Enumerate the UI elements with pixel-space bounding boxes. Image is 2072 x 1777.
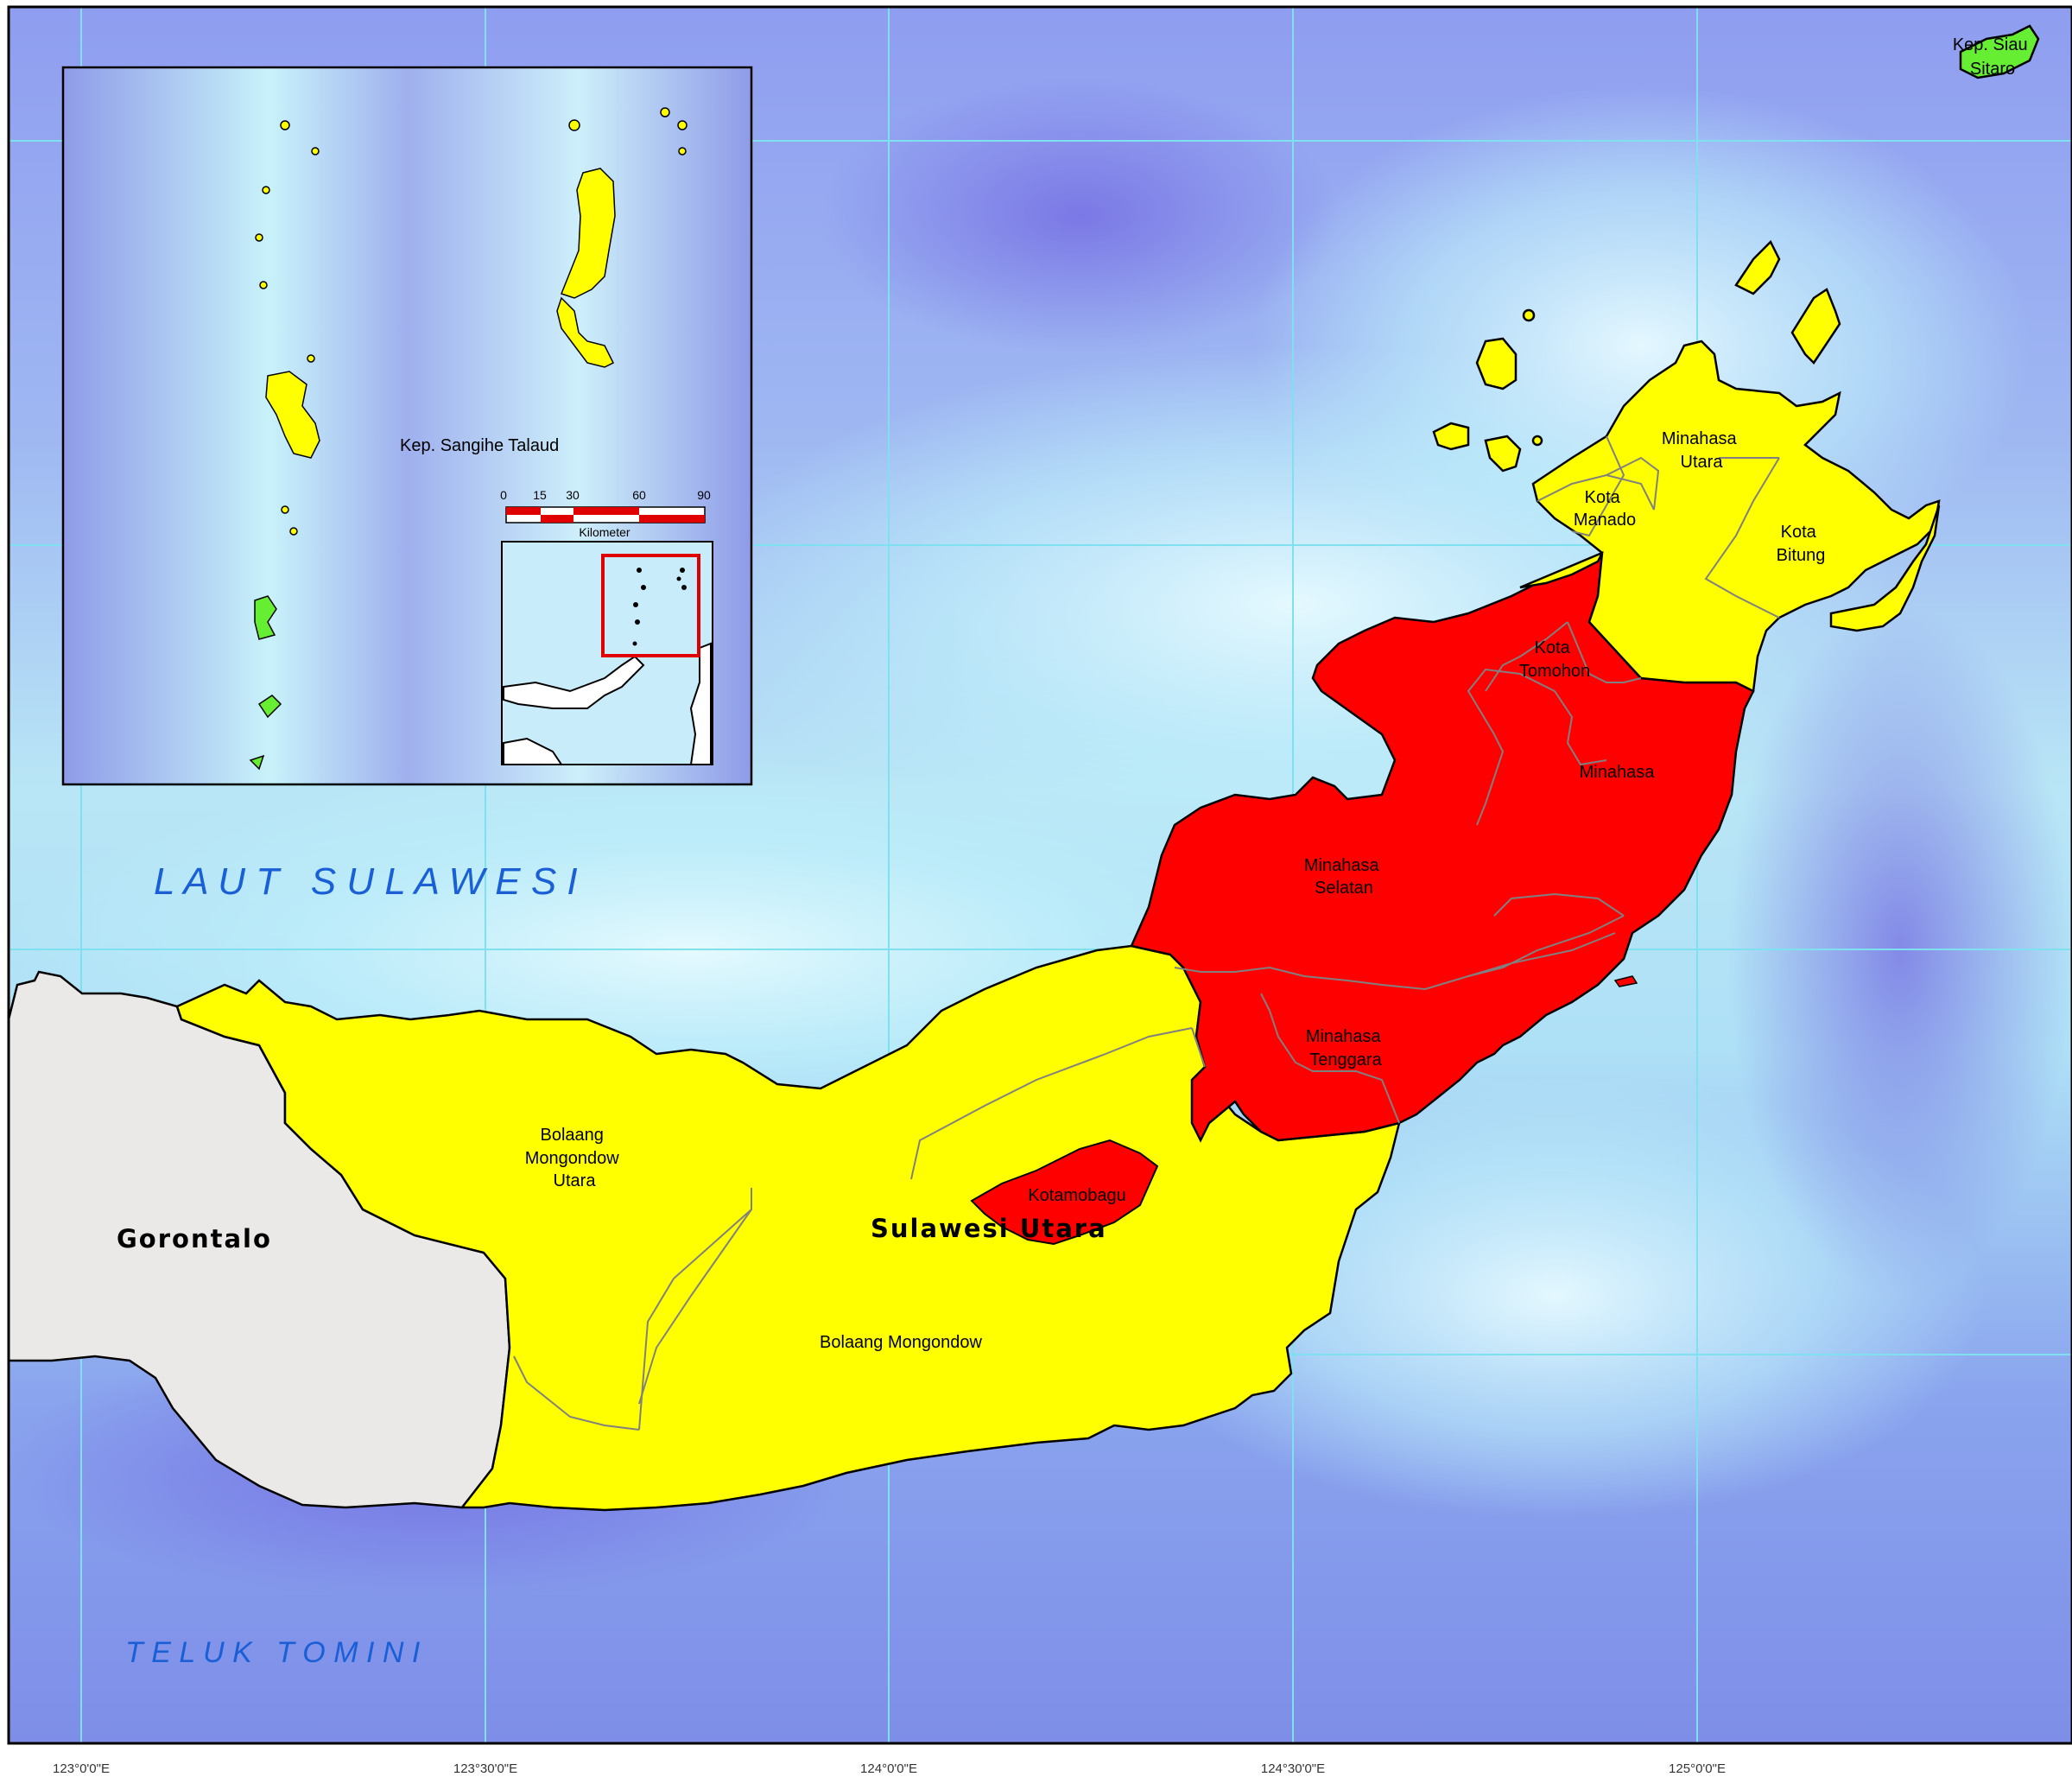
svg-text:125°0'0"E: 125°0'0"E [1669,1761,1726,1776]
inset-map: Kep. Sangihe Talaud 0 15 30 60 90 Kilome… [61,66,753,786]
inset-islands [249,107,687,771]
sea-label-sulawesi: L A U T S U L A W E S I [154,860,578,903]
label-minahasa-utara: Minahasa Utara [1662,429,1741,472]
kotamobagu-enclave[interactable] [970,1139,1159,1246]
tenggara-islet [1613,975,1638,987]
longitude-labels: 123°0'0"E 123°30'0"E 124°0'0"E 124°30'0"… [53,1761,1726,1776]
svg-text:123°0'0"E: 123°0'0"E [53,1761,110,1776]
inset-label: Kep. Sangihe Talaud [400,436,559,455]
north-islands [1432,239,1941,632]
svg-text:124°30'0"E: 124°30'0"E [1261,1761,1325,1776]
label-kota-manado: Kota Manado [1574,488,1636,530]
scale-bar: 0 15 30 60 90 Kilometer [500,488,711,539]
region-boundaries [513,435,1780,1431]
sea-label-tomini: T E L U K T O M I N I [125,1636,421,1669]
label-minahasa-tenggara: Minahasa Tenggara [1306,1027,1385,1069]
svg-text:15: 15 [533,488,547,502]
svg-text:124°0'0"E: 124°0'0"E [860,1761,917,1776]
svg-text:123°30'0"E: 123°30'0"E [453,1761,517,1776]
svg-text:Kilometer: Kilometer [579,525,630,539]
label-kep-siau: Kep. Siau Sitaro [1953,35,2032,79]
locator-extent-box [601,554,700,657]
label-kota-tomohon: Kota Tomohon [1519,638,1590,681]
bolaang-mongondow-land[interactable] [175,944,1401,1512]
label-minahasa-selatan: Minahasa Selatan [1304,856,1384,898]
svg-text:0: 0 [500,488,507,502]
label-minahasa: Minahasa [1580,763,1656,782]
locator-map [501,541,713,765]
minahasa-utara-land[interactable] [1519,340,1941,693]
province-label: Sulawesi Utara [871,1214,1107,1243]
neighbor-label: Gorontalo [117,1224,272,1253]
svg-text:60: 60 [632,488,646,502]
label-bolaang-mongondow: Bolaang Mongondow [820,1333,982,1352]
label-kota-bitung: Kota Bitung [1777,523,1826,565]
map-frame [7,5,2072,1745]
svg-text:90: 90 [697,488,711,502]
kep-siau-island [1959,24,2040,79]
label-bolaang-mongondow-utara: Bolaang Mongondow Utara [525,1126,624,1190]
svg-text:30: 30 [566,488,580,502]
label-kotamobagu: Kotamobagu [1028,1186,1125,1205]
minahasa-red-land[interactable] [1130,550,1755,1143]
